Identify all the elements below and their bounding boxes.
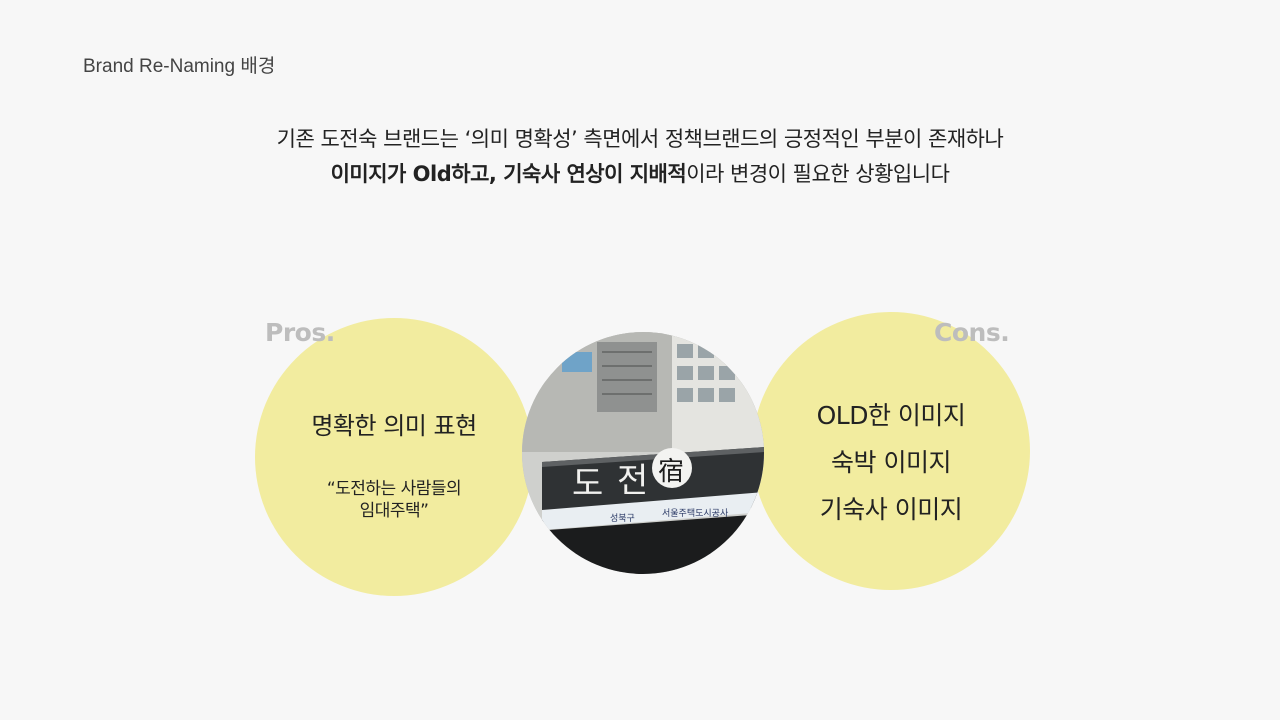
- building-sign-illustration: 도 전 宿 성북구 서울주택도시공사: [522, 332, 764, 574]
- pros-quote-line-2: 임대주택”: [359, 501, 429, 521]
- building-sign-photo: 도 전 宿 성북구 서울주택도시공사: [522, 332, 764, 574]
- headline-rest: 이라 변경이 필요한 상황입니다: [686, 162, 950, 186]
- pros-circle: 명확한 의미 표현 “도전하는 사람들의 임대주택”: [255, 318, 533, 596]
- pros-main-text: 명확한 의미 표현: [311, 412, 477, 440]
- sign-strip-agency: 서울주택도시공사: [662, 508, 729, 519]
- sign-hanja: 宿: [658, 457, 684, 487]
- cons-item-lodging: 숙박 이미지: [831, 448, 951, 477]
- sign-char-jeon: 전: [617, 461, 648, 501]
- pros-quote: “도전하는 사람들의 임대주택”: [255, 478, 533, 522]
- headline-line-2: 이미지가 Old하고, 기숙사 연상이 지배적이라 변경이 필요한 상황입니다: [140, 158, 1140, 188]
- pros-quote-line-1: “도전하는 사람들의: [326, 479, 462, 499]
- headline-emphasis: 이미지가 Old하고, 기숙사 연상이 지배적: [330, 162, 687, 186]
- cons-circle: OLD한 이미지 숙박 이미지 기숙사 이미지: [752, 312, 1030, 590]
- sign-char-do: 도: [572, 464, 603, 504]
- section-title: Brand Re-Naming 배경: [83, 56, 276, 77]
- sign-strip-district: 성북구: [610, 513, 635, 524]
- pros-label: Pros.: [265, 318, 335, 347]
- cons-label: Cons.: [934, 318, 1010, 347]
- headline-line-1: 기존 도전숙 브랜드는 ‘의미 명확성’ 측면에서 정책브랜드의 긍정적인 부분…: [276, 127, 1004, 151]
- cons-item-old: OLD한 이미지: [816, 401, 966, 430]
- cons-item-dormitory: 기숙사 이미지: [819, 495, 963, 524]
